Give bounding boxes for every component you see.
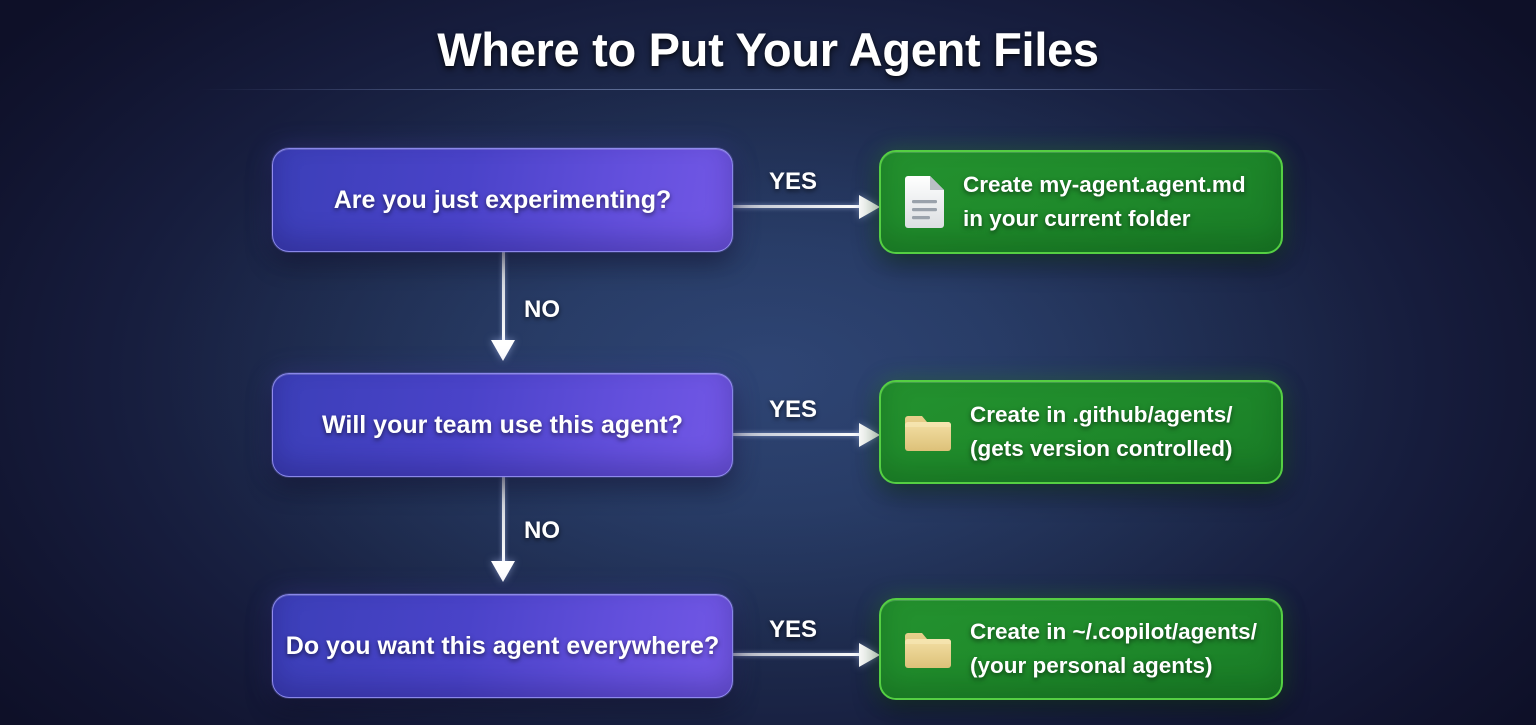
arrowhead-down-icon <box>491 340 515 361</box>
yes-label: YES <box>769 616 818 643</box>
yes-connector-2: YES <box>733 396 883 466</box>
decision-node-everywhere[interactable]: Do you want this agent everywhere? <box>272 594 733 698</box>
yes-connector-1: YES <box>733 168 883 238</box>
outcome-node-github-agents[interactable]: Create in .github/agents/ (gets version … <box>879 380 1283 484</box>
decision-node-experimenting[interactable]: Are you just experimenting? <box>272 148 733 252</box>
outcome-node-line1: Create my-agent.agent.md <box>963 171 1246 197</box>
folder-icon <box>905 416 951 451</box>
arrowhead-right-icon <box>859 423 880 447</box>
connector-line <box>502 477 505 565</box>
arrowhead-down-icon <box>491 561 515 582</box>
outcome-node-line1: Create in ~/.copilot/agents/ <box>970 618 1257 644</box>
no-label: NO <box>524 296 560 323</box>
no-connector-2: NO <box>491 477 577 595</box>
folder-icon <box>905 633 951 668</box>
decision-node-label: Will your team use this agent? <box>322 410 683 439</box>
decision-node-label: Do you want this agent everywhere? <box>285 631 720 660</box>
yes-label: YES <box>769 396 818 423</box>
arrowhead-right-icon <box>859 643 880 667</box>
connector-line <box>733 205 861 208</box>
yes-label: YES <box>769 168 818 195</box>
decision-node-label: Are you just experimenting? <box>333 185 672 214</box>
yes-connector-3: YES <box>733 616 883 686</box>
outcome-node-line2: (your personal agents) <box>970 653 1213 678</box>
outcome-node-line1: Create in .github/agents/ <box>970 401 1233 427</box>
connector-line <box>733 433 861 436</box>
outcome-node-current-folder[interactable]: Create my-agent.agent.md in your current… <box>879 150 1283 254</box>
no-label: NO <box>524 517 560 544</box>
connector-line <box>502 252 505 344</box>
arrowhead-right-icon <box>859 195 880 219</box>
title-divider <box>198 89 1340 90</box>
document-icon <box>905 176 944 228</box>
decision-node-team-use[interactable]: Will your team use this agent? <box>272 373 733 477</box>
no-connector-1: NO <box>491 252 577 374</box>
outcome-node-line2: (gets version controlled) <box>970 436 1233 461</box>
outcome-node-copilot-agents[interactable]: Create in ~/.copilot/agents/ (your perso… <box>879 598 1283 700</box>
page-title: Where to Put Your Agent Files <box>437 23 1099 76</box>
connector-line <box>733 653 861 656</box>
outcome-node-line2: in your current folder <box>963 206 1191 231</box>
